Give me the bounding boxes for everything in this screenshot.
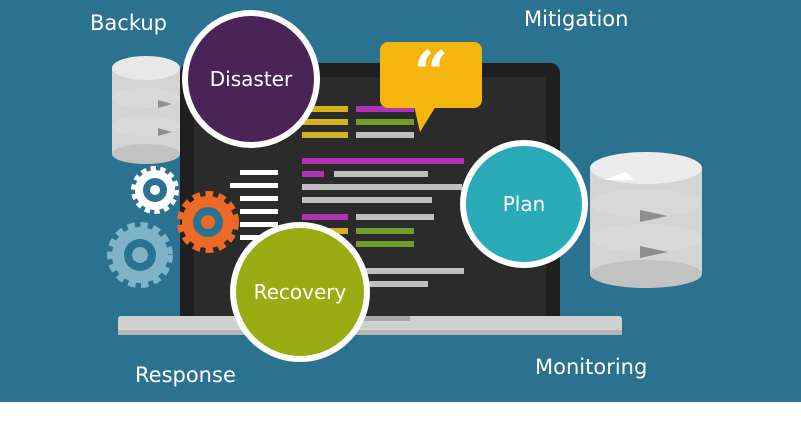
response-label: Response (135, 363, 236, 387)
database-icon (112, 56, 180, 164)
backup-label: Backup (90, 11, 167, 35)
quote-icon: “ (380, 39, 482, 132)
database-icon (590, 152, 702, 288)
illustration-graphics: “ (107, 39, 702, 335)
gear-icon (107, 222, 173, 288)
recovery-bubble: Recovery (230, 222, 370, 362)
recovery-label: Recovery (253, 280, 347, 304)
svg-text:“: “ (414, 39, 449, 109)
disaster-label: Disaster (209, 67, 293, 91)
illustration: “ Disaster Plan Recovery Backup Mitigati… (0, 0, 801, 402)
gear-icon (131, 166, 179, 214)
plan-label: Plan (502, 192, 546, 216)
mitigation-label: Mitigation (524, 7, 629, 31)
plan-bubble: Plan (460, 140, 588, 268)
gear-icon (177, 191, 239, 253)
disaster-bubble: Disaster (182, 10, 320, 148)
monitoring-label: Monitoring (535, 355, 648, 379)
